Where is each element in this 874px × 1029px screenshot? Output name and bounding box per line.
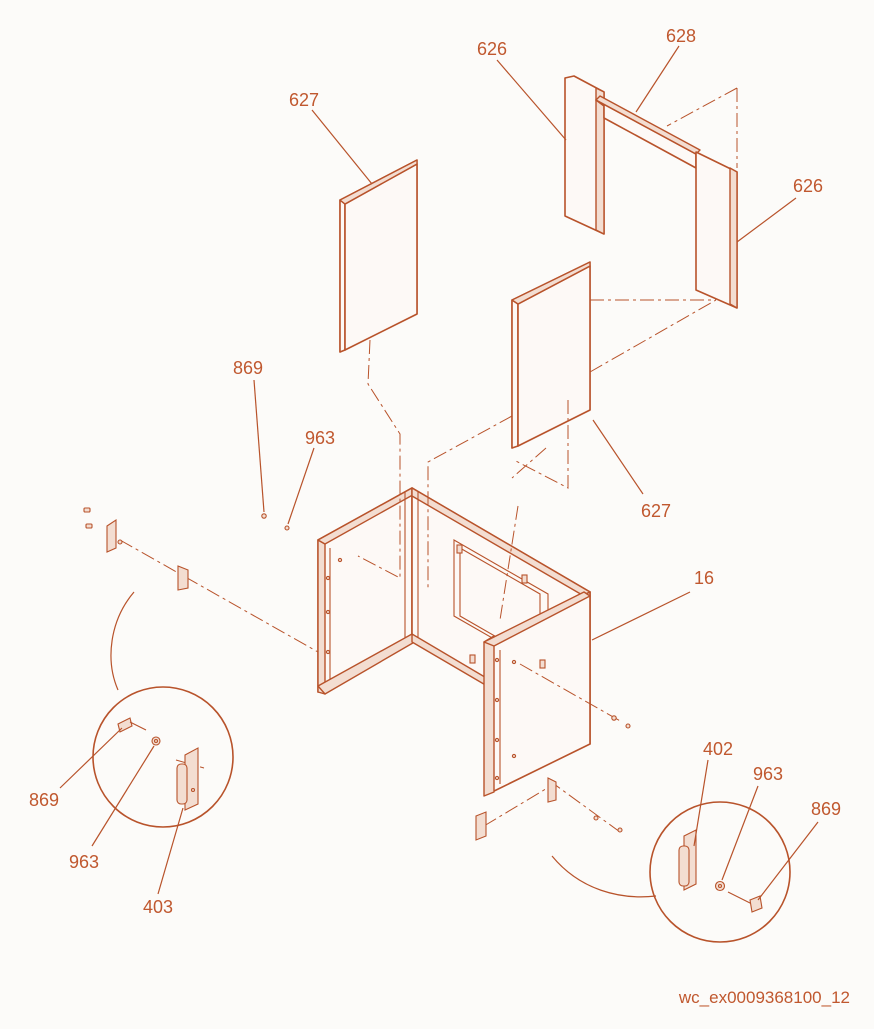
part-labels: 627 626 628 626 869 963 627 16 402 963 8… [29,26,841,917]
label-626-top: 626 [477,39,507,59]
detail-circle-right [551,801,791,943]
detail-circle-left [92,591,234,828]
cabinet-frame-16 [317,487,591,797]
label-963-left: 963 [69,852,99,872]
label-869-right: 869 [811,799,841,819]
label-403: 403 [143,897,173,917]
label-963-middle: 963 [305,428,335,448]
panel-627-upper [339,159,418,353]
label-627-upper: 627 [289,90,319,110]
label-869-middle: 869 [233,358,263,378]
label-628: 628 [666,26,696,46]
leader-lines [59,45,819,901]
label-869-left: 869 [29,790,59,810]
diagram-code: wc_ex0009368100_12 [678,988,850,1007]
label-626-right: 626 [793,176,823,196]
label-963-right: 963 [753,764,783,784]
frame-626-628 [564,75,738,309]
frame-holes [325,544,546,781]
label-402: 402 [703,739,733,759]
label-627-lower: 627 [641,501,671,521]
left-hinge-hardware [83,507,290,591]
panel-627-lower [511,261,591,449]
right-hinge-hardware [475,715,631,841]
assembly-lines [119,299,717,833]
label-16: 16 [694,568,714,588]
